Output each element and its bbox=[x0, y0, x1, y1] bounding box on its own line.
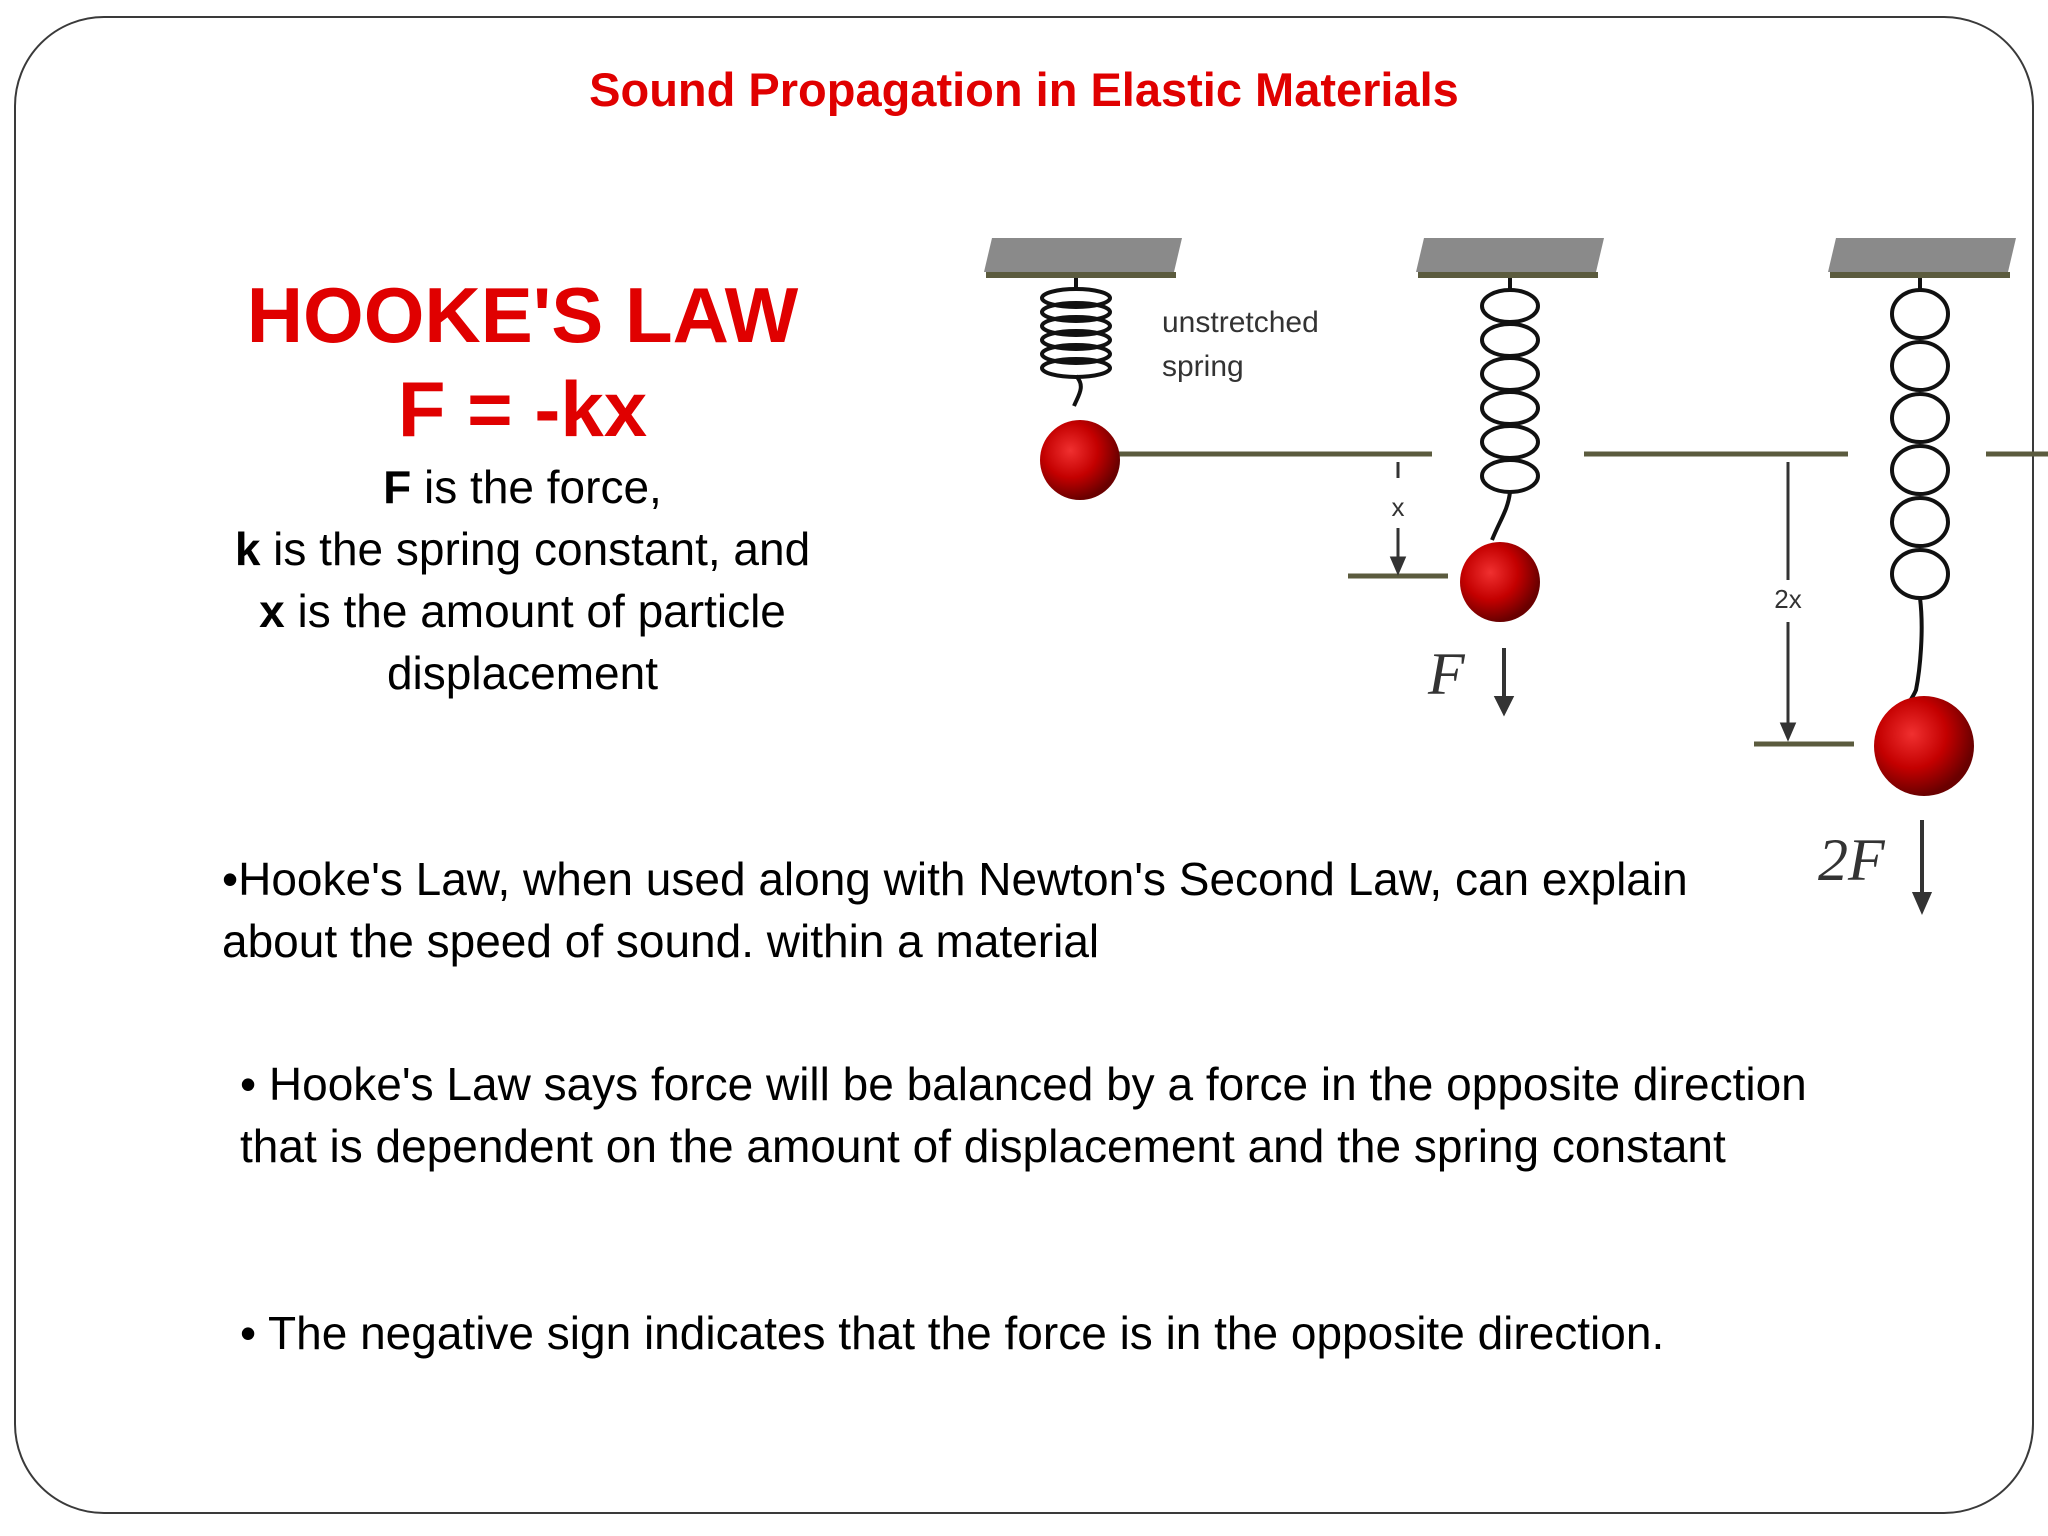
definition-displacement-cont: displacement bbox=[386, 647, 659, 699]
ceiling-1 bbox=[984, 238, 1182, 278]
law-heading: HOOKE'S LAW bbox=[246, 271, 799, 359]
bullet-newton: •Hooke's Law, when used along with Newto… bbox=[222, 853, 1688, 967]
definition-displacement: x is the amount of particle bbox=[150, 580, 895, 642]
label-x: x bbox=[1392, 492, 1405, 522]
definition-spring-constant: k is the spring constant, and bbox=[150, 518, 895, 580]
label-2x: 2x bbox=[1774, 584, 1801, 614]
definition-force: F is the force, bbox=[150, 456, 895, 518]
label-unstretched: unstretched bbox=[1162, 306, 1319, 339]
definition-force-text: is the force, bbox=[411, 461, 662, 513]
force-arrow-f bbox=[1493, 648, 1515, 717]
spring-diagram: x 2x unstretched spring F 2F bbox=[984, 238, 2048, 915]
law-formula: F = -kx bbox=[397, 365, 648, 453]
label-force-2f: 2F bbox=[1818, 827, 1886, 893]
symbol-k: k bbox=[234, 523, 261, 575]
ceiling-2 bbox=[1416, 238, 1604, 278]
definition-k-text: is the spring constant, and bbox=[260, 523, 811, 575]
symbol-f: F bbox=[383, 461, 412, 513]
spring-unstretched bbox=[1040, 278, 1112, 407]
2x-dimension-arrow bbox=[1779, 462, 1797, 742]
label-force-f: F bbox=[1427, 641, 1466, 707]
symbol-x: x bbox=[259, 585, 285, 637]
ball-1 bbox=[1040, 420, 1120, 500]
bullet-negative-sign: • The negative sign indicates that the f… bbox=[240, 1307, 1665, 1359]
ceiling-3 bbox=[1828, 238, 2016, 278]
ball-3 bbox=[1874, 696, 1974, 796]
force-arrow-2f bbox=[1911, 820, 1933, 915]
slide-title: Sound Propagation in Elastic Materials bbox=[589, 63, 1459, 116]
definition-x-text: is the amount of particle bbox=[284, 585, 786, 637]
label-spring: spring bbox=[1162, 350, 1244, 383]
displacement-lines bbox=[1348, 573, 1854, 747]
x-dimension-arrow bbox=[1389, 462, 1407, 576]
ball-2 bbox=[1460, 542, 1540, 622]
hookes-law-block: HOOKE'S LAW F = -kx F is the force, k is… bbox=[150, 268, 895, 704]
bullet-balanced-force: • Hooke's Law says force will be balance… bbox=[240, 1058, 1807, 1172]
spring-stretched-2x bbox=[1890, 278, 1950, 719]
spring-stretched-x bbox=[1480, 278, 1540, 541]
